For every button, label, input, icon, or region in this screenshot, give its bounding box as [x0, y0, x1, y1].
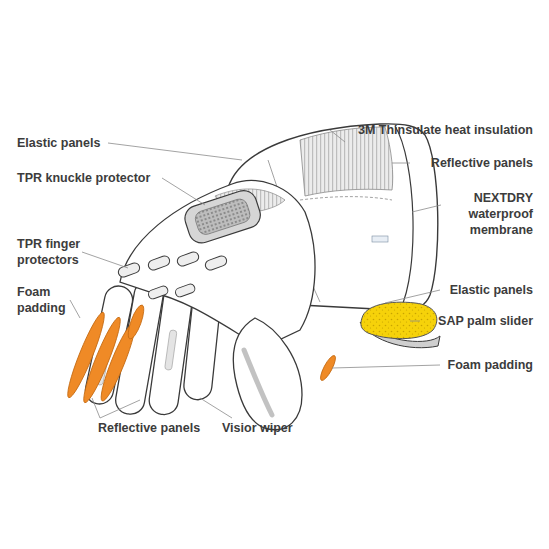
part-label: Reflective panels — [393, 155, 533, 171]
finger-protector — [147, 255, 171, 272]
part-label: SAP palm slider — [413, 313, 533, 329]
part-label: TPR knuckle protector — [17, 170, 177, 186]
part-label: Elastic panels — [413, 282, 533, 298]
knuckle-protector — [182, 187, 264, 246]
finger-protector — [204, 255, 228, 272]
cuff-opening — [395, 126, 413, 310]
visor-wiper — [244, 350, 272, 415]
glove-thumb — [233, 318, 302, 430]
cuff-seam — [300, 197, 392, 200]
finger-protector — [147, 285, 169, 300]
part-label: TPR finger protectors — [17, 236, 117, 268]
cuff-reflective-band — [300, 127, 393, 196]
finger-protector — [117, 262, 141, 279]
finger-protector — [174, 283, 196, 298]
glove-hand-back — [120, 180, 315, 348]
part-label: NEXTDRY waterproof membrane — [443, 190, 533, 238]
finger-reflective-strip — [165, 330, 177, 371]
part-label: Visior wiper — [222, 420, 322, 436]
finger-protector — [176, 251, 200, 268]
palm-slider — [361, 302, 437, 338]
part-label: Reflective panels — [98, 420, 228, 436]
part-label: 3M Thinsulate heat insulation — [333, 122, 533, 138]
part-label: Foam padding — [17, 284, 87, 316]
part-label: Elastic panels — [17, 135, 137, 151]
nextdry-tag — [372, 236, 388, 242]
foam-pad — [125, 303, 147, 340]
part-label: Foam padding — [413, 357, 533, 373]
